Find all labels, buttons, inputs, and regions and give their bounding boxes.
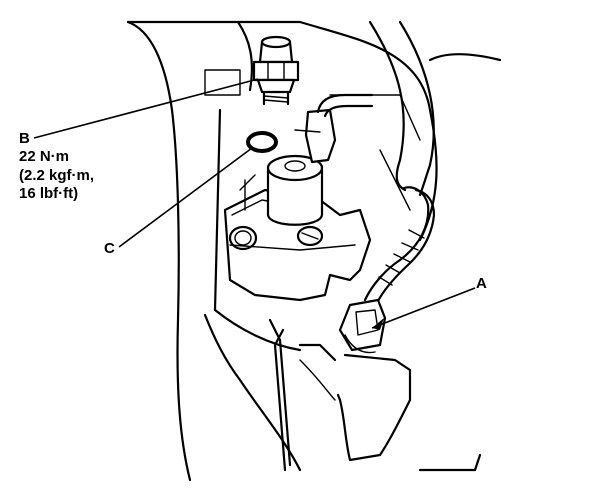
leader-line-a xyxy=(371,287,476,329)
leader-lines xyxy=(33,78,476,330)
wire-harness xyxy=(338,186,436,354)
solenoid xyxy=(266,154,324,226)
leader-line-b xyxy=(33,78,259,139)
hose xyxy=(368,20,435,197)
solenoid-connector xyxy=(294,93,374,164)
connector-a xyxy=(338,298,387,352)
callout-b-torque-kgf: (2.2 kgf·m, xyxy=(19,167,95,184)
callout-b-torque-nm: 22 N·m xyxy=(19,148,70,165)
callout-b-letter: B xyxy=(19,130,30,147)
valve-body xyxy=(223,174,372,302)
callout-c-letter: C xyxy=(104,240,115,257)
leader-line-c xyxy=(118,147,253,248)
engine-body-outline xyxy=(126,20,502,482)
bracket xyxy=(203,313,482,472)
callout-a-letter: A xyxy=(476,275,487,292)
pressure-switch xyxy=(252,35,300,106)
o-ring xyxy=(246,131,278,153)
arrowhead-a xyxy=(372,318,384,330)
callout-b-torque-lbf: 16 lbf·ft) xyxy=(19,185,79,202)
